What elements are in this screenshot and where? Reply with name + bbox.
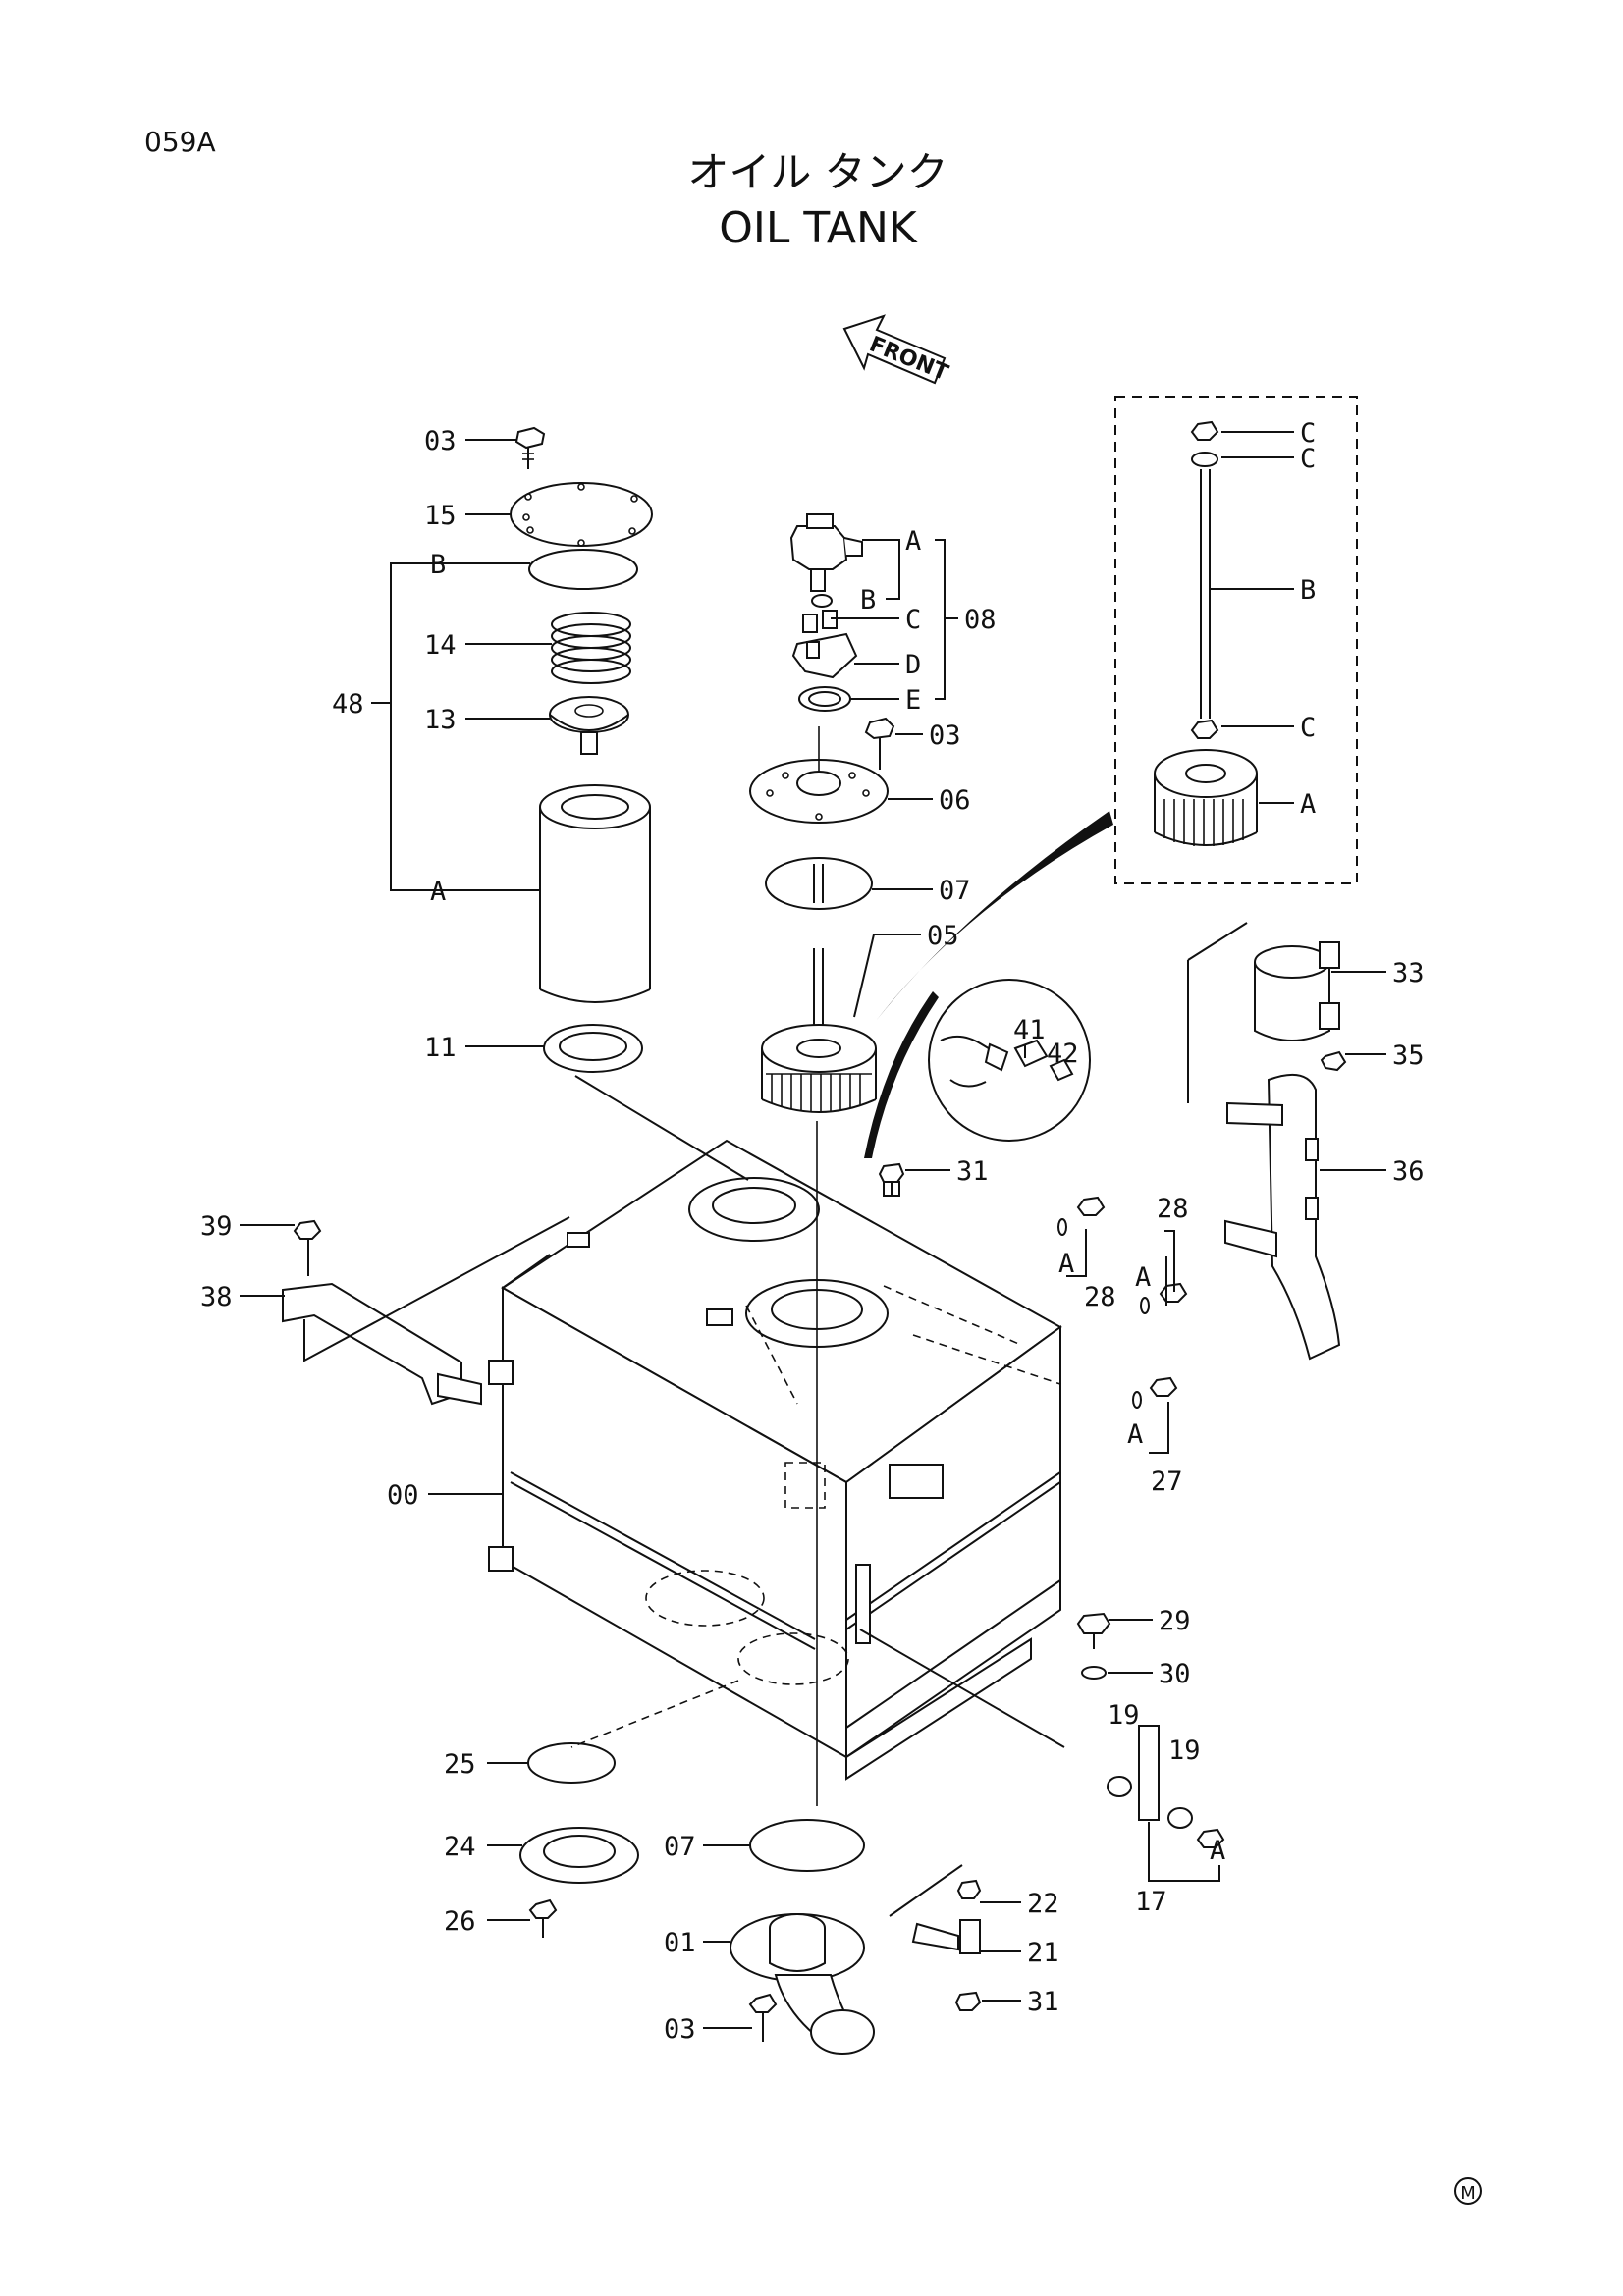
callout-b-detail: B (1300, 575, 1316, 606)
callout-36: 36 (1392, 1156, 1425, 1187)
callout-31: 31 (956, 1156, 989, 1187)
return-filter-assembly (749, 513, 958, 1113)
callout-03-center: 03 (929, 721, 961, 751)
callout-17: 17 (1135, 1887, 1167, 1917)
callout-a-detail: A (1300, 789, 1316, 820)
callout-29: 29 (1159, 1606, 1191, 1636)
callout-b-center: B (860, 585, 876, 615)
corner-mark-icon: M (1454, 2177, 1482, 2205)
page-code: 059A (144, 126, 216, 158)
callout-00: 00 (387, 1480, 419, 1511)
callout-27: 27 (1151, 1467, 1183, 1497)
bolt-icon (864, 717, 895, 770)
small-o-ring-icon (811, 594, 833, 608)
bypass-valve-icon (789, 513, 863, 592)
callout-d-center: D (905, 650, 921, 680)
callout-48: 48 (332, 689, 364, 720)
callout-07-bottom: 07 (664, 1832, 696, 1862)
callout-b: B (430, 550, 446, 580)
callout-a-center: A (905, 526, 921, 557)
callout-38: 38 (200, 1282, 233, 1312)
bottom-fittings (519, 1680, 875, 2055)
filter-cover-icon (510, 482, 653, 547)
o-ring-icon (765, 857, 873, 910)
callout-22: 22 (1027, 1889, 1059, 1919)
callout-c1: C (1300, 418, 1316, 449)
o-ring-icon (527, 1742, 616, 1784)
callout-a-27: A (1127, 1419, 1143, 1450)
callout-a-28-top: A (1058, 1249, 1074, 1279)
drain-valve-assembly (889, 1864, 982, 2011)
suction-flange-icon (730, 1913, 875, 2055)
leader-lines (240, 431, 1386, 2029)
callout-21: 21 (1027, 1938, 1059, 1968)
callout-14: 14 (424, 630, 457, 661)
callout-03-bottom: 03 (664, 2014, 696, 2045)
detail-pointer (876, 811, 1113, 1021)
bolt-icon (878, 1162, 905, 1196)
callout-03: 03 (424, 426, 457, 456)
callout-19-left: 19 (1108, 1700, 1140, 1731)
level-gauge-assembly (859, 1629, 1225, 1882)
callout-11: 11 (424, 1033, 457, 1063)
callout-13: 13 (424, 705, 457, 735)
callout-28-bottom: 28 (1084, 1282, 1116, 1312)
callout-15: 15 (424, 501, 457, 531)
corner-mark: M (1460, 2183, 1476, 2204)
callout-e-center: E (905, 685, 921, 716)
front-label: FRONT (866, 332, 951, 386)
callout-39: 39 (200, 1211, 233, 1242)
callout-42: 42 (1047, 1039, 1079, 1069)
strainer-icon (761, 1024, 877, 1113)
callout-31-bottom: 31 (1027, 1987, 1059, 2017)
callout-28-top: 28 (1157, 1194, 1189, 1224)
callout-30: 30 (1159, 1659, 1191, 1689)
title-english: OIL TANK (719, 203, 918, 253)
handle-bracket (282, 1216, 570, 1406)
ring-e-icon (798, 686, 851, 712)
callout-07: 07 (939, 876, 971, 906)
suction-pipe-assembly (1187, 922, 1347, 1361)
detail-box-strainer (1114, 396, 1358, 884)
callout-c2: C (1300, 444, 1316, 474)
callout-41: 41 (1013, 1015, 1046, 1045)
o-ring-icon (528, 549, 638, 590)
relief-valve-icon (549, 696, 629, 755)
callout-05: 05 (927, 921, 959, 951)
callout-33: 33 (1392, 958, 1425, 988)
callout-01: 01 (664, 1928, 696, 1958)
title-japanese: オイル タンク (687, 148, 947, 196)
seal-ring-icon (543, 1024, 643, 1073)
callout-08: 08 (964, 605, 997, 635)
flange-icon (519, 1827, 639, 1884)
o-ring-icon (749, 1819, 865, 1872)
callout-a-28-bottom: A (1135, 1262, 1151, 1293)
cover-plate-icon (791, 610, 858, 679)
spring-icon (551, 612, 631, 684)
mount-bolt-icon (1076, 1612, 1111, 1680)
callout-labels: 03 15 B 14 48 13 A 11 39 38 00 A B C D E… (200, 418, 1425, 2045)
cover-bolts (1057, 1196, 1188, 1454)
callout-c-center: C (905, 605, 921, 635)
callout-24: 24 (444, 1832, 476, 1862)
callout-25: 25 (444, 1749, 476, 1780)
callout-35: 35 (1392, 1041, 1425, 1071)
callout-c3: C (1300, 713, 1316, 743)
callout-06: 06 (939, 785, 971, 816)
oil-tank-body (428, 1121, 1062, 1806)
detail-pointer-2 (864, 991, 939, 1158)
bolt-icon (514, 426, 546, 469)
callout-a-17: A (1210, 1836, 1225, 1866)
filter-element-icon (539, 784, 651, 1003)
front-arrow-icon: FRONT (842, 314, 951, 386)
callout-19-right: 19 (1168, 1735, 1201, 1766)
callout-a: A (430, 877, 446, 907)
suction-filter-assembly (371, 426, 653, 1073)
detail-circle-fittings (928, 979, 1091, 1142)
tank-cover-icon (749, 726, 889, 824)
callout-26: 26 (444, 1906, 476, 1937)
